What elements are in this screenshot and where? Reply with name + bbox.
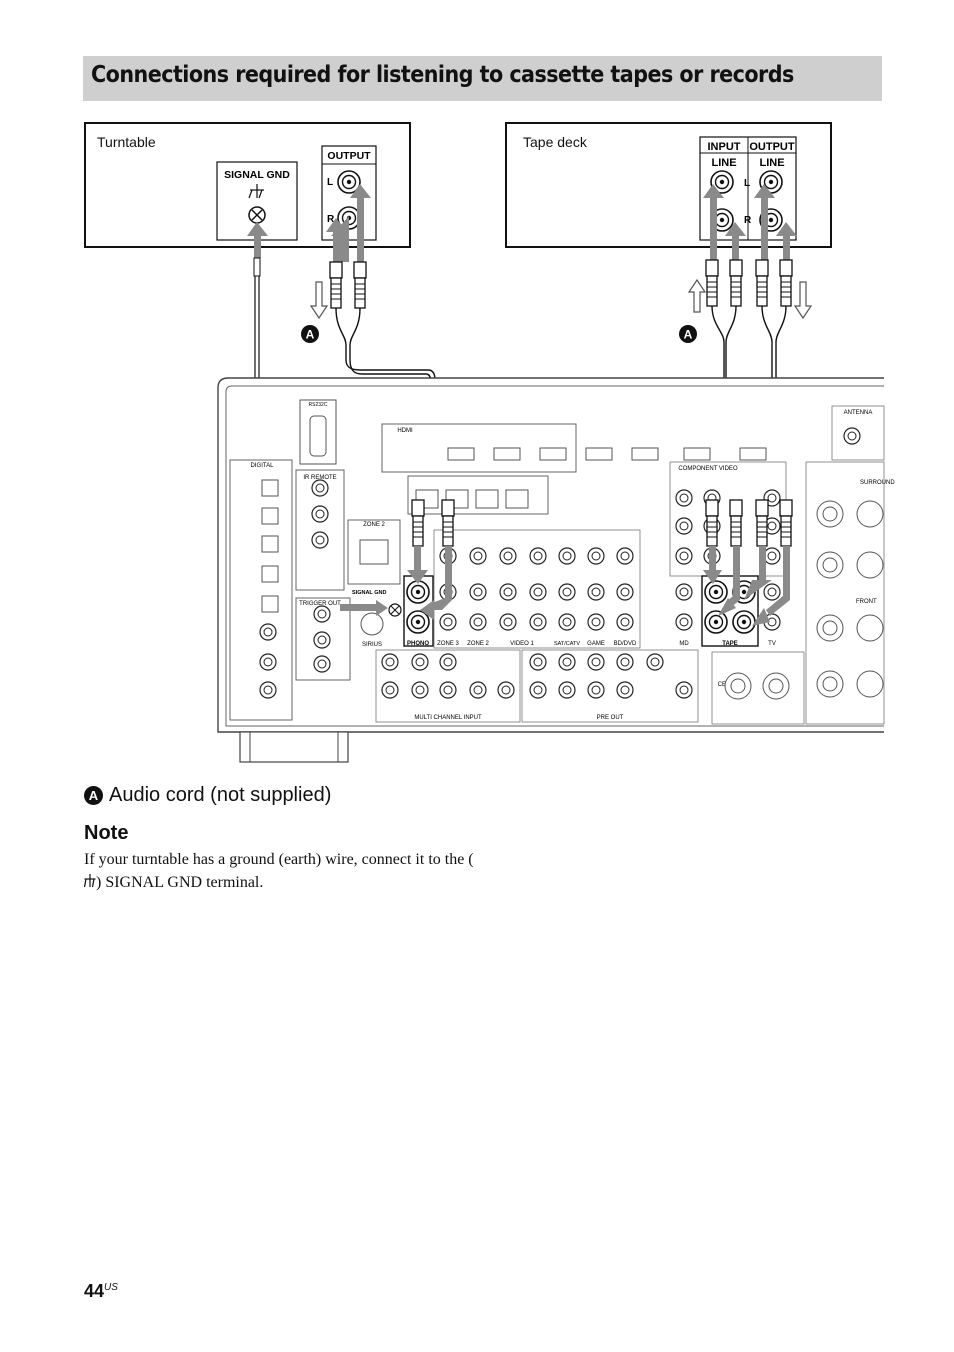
svg-text:A: A — [306, 328, 315, 342]
page-number: 44US — [84, 1281, 118, 1301]
svg-text:FRONT: FRONT — [856, 599, 877, 605]
svg-text:SIGNAL GND: SIGNAL GND — [352, 590, 386, 596]
tape-r-label: R — [744, 215, 752, 226]
receiver-tape-plug-1 — [705, 499, 719, 547]
page-title: Connections required for listening to ca… — [91, 62, 794, 88]
signal-gnd-panel: SIGNAL GND — [216, 161, 298, 241]
tape-deck-label: Tape deck — [523, 134, 587, 150]
legend: A Audio cord (not supplied) — [84, 784, 331, 807]
receiver-tape-in-r-jack[interactable] — [732, 610, 756, 634]
tape-input-line-label: LINE — [711, 157, 736, 169]
svg-text:MULTI CHANNEL INPUT: MULTI CHANNEL INPUT — [414, 715, 482, 721]
turntable-label: Turntable — [97, 134, 156, 150]
tape-l-label: L — [744, 178, 750, 189]
title-bar: Connections required for listening to ca… — [83, 56, 882, 101]
svg-text:TRIGGER OUT: TRIGGER OUT — [299, 601, 341, 607]
tape-output-line-label: LINE — [759, 157, 784, 169]
cable-badge-right: A — [679, 325, 697, 343]
turntable-l-label: L — [327, 177, 333, 188]
turntable-r-label: R — [327, 214, 335, 225]
legend-text: Audio cord (not supplied) — [109, 784, 332, 806]
svg-text:A: A — [684, 328, 693, 342]
tape-plug-4 — [779, 259, 793, 307]
receiver-tape-plug-2 — [729, 499, 743, 547]
svg-text:TAPE: TAPE — [722, 641, 738, 647]
ground-wire-tip — [253, 257, 261, 277]
note-heading: Note — [84, 822, 129, 844]
svg-text:ZONE 2: ZONE 2 — [467, 641, 489, 647]
receiver-phono-l-jack[interactable] — [406, 580, 430, 604]
receiver-phono-r-jack[interactable] — [406, 610, 430, 634]
receiver-tape-plug-3 — [755, 499, 769, 547]
svg-text:PRE OUT: PRE OUT — [597, 715, 624, 721]
tape-plug-2 — [729, 259, 743, 307]
signal-gnd-terminal[interactable] — [248, 206, 266, 224]
svg-text:IR REMOTE: IR REMOTE — [303, 475, 336, 481]
svg-text:GAME: GAME — [587, 641, 605, 647]
note-text: If your turntable has a ground (earth) w… — [84, 851, 474, 891]
ground-icon — [248, 184, 264, 199]
svg-text:TV: TV — [768, 641, 776, 647]
tape-plug-3 — [755, 259, 769, 307]
svg-text:SURROUND: SURROUND — [860, 480, 895, 486]
svg-text:ANTENNA: ANTENNA — [844, 410, 873, 416]
svg-text:HDMI: HDMI — [397, 428, 413, 434]
tape-plug-1 — [705, 259, 719, 307]
svg-text:SAT/CATV: SAT/CATV — [554, 641, 580, 647]
legend-badge: A — [84, 786, 103, 805]
turntable-plug-r — [353, 261, 367, 309]
receiver-rear-panel: RS232C DIGITAL IR REMOTE TRIGGER OUT ZON… — [217, 377, 895, 763]
svg-text:ZONE 2: ZONE 2 — [363, 522, 385, 528]
svg-text:MD: MD — [679, 641, 689, 647]
svg-text:COMPONENT VIDEO: COMPONENT VIDEO — [678, 466, 738, 472]
receiver-phono-plug-l — [411, 499, 425, 547]
svg-text:DIGITAL: DIGITAL — [251, 463, 275, 469]
cable-badge-left: A — [301, 325, 319, 343]
svg-text:RS232C: RS232C — [309, 402, 328, 408]
svg-text:PHONO: PHONO — [407, 641, 429, 647]
direction-arrows — [309, 278, 813, 320]
receiver-phono-plug-r — [441, 499, 455, 547]
svg-text:SIRIUS: SIRIUS — [362, 642, 382, 648]
receiver-tape-plug-4 — [779, 499, 793, 547]
svg-text:BD/DVD: BD/DVD — [614, 641, 637, 647]
turntable-plug-l — [329, 261, 343, 309]
svg-text:ZONE 3: ZONE 3 — [437, 641, 459, 647]
signal-gnd-label: SIGNAL GND — [224, 169, 290, 181]
upper-arrows — [247, 184, 797, 262]
tape-output-label: OUTPUT — [749, 141, 795, 153]
receiver-tape-out-r-jack[interactable] — [704, 610, 728, 634]
svg-text:VIDEO 1: VIDEO 1 — [510, 641, 534, 647]
receiver-arrows — [340, 546, 790, 626]
receiver-tape-out-l-jack[interactable] — [704, 580, 728, 604]
ground-icon — [84, 874, 96, 888]
turntable-output-label: OUTPUT — [327, 150, 371, 162]
tape-input-label: INPUT — [708, 141, 741, 153]
